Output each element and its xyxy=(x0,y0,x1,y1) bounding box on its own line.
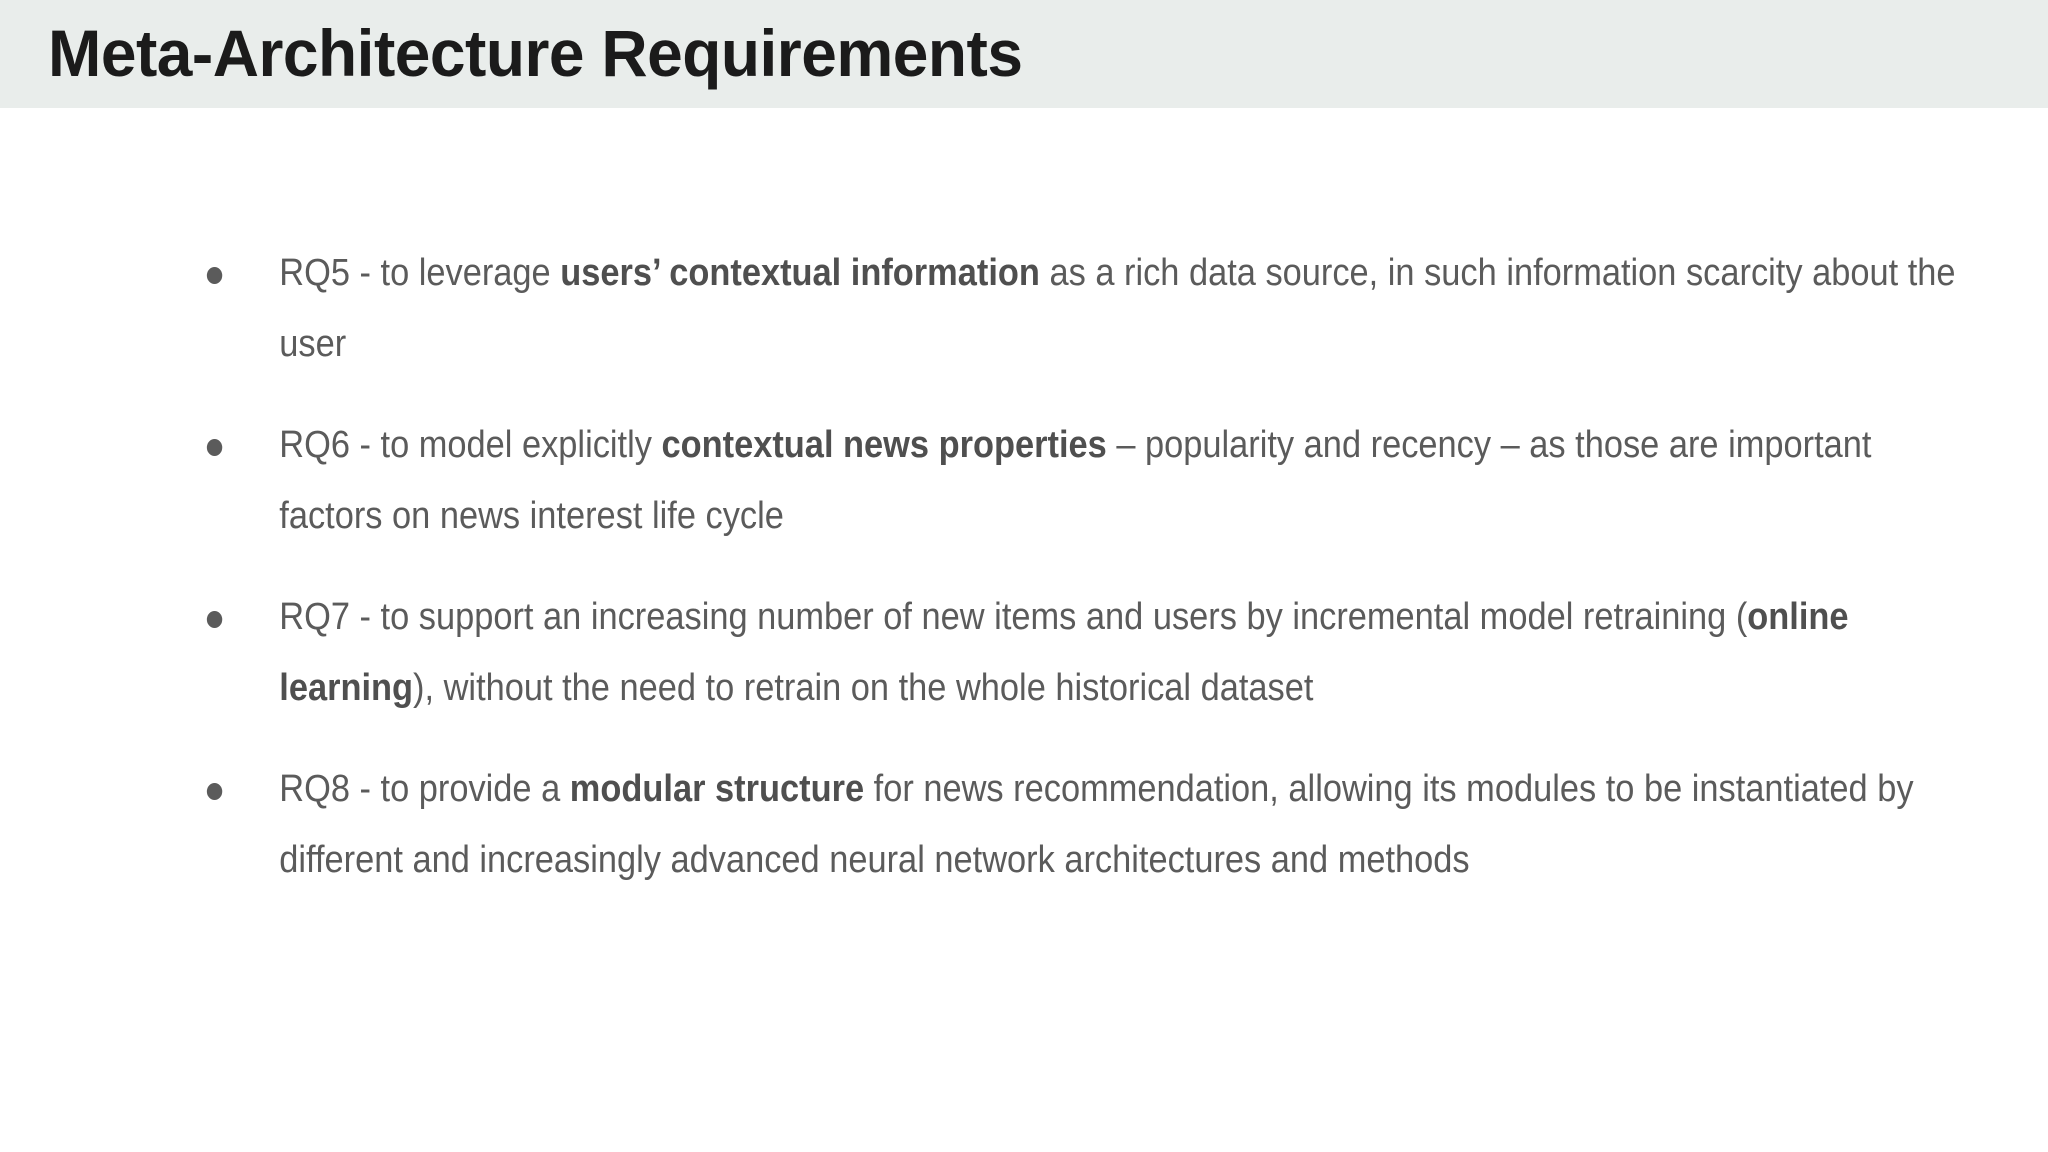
list-item-rq5: RQ5 - to leverage users’ contextual info… xyxy=(196,238,1981,380)
rq8-text-after-bold: for news recommendation, allowing its mo… xyxy=(279,768,1914,881)
bullet-dot-icon xyxy=(206,783,223,800)
rq8-bold-phrase: modular structure xyxy=(569,768,865,810)
list-item-rq8: RQ8 - to provide a modular structure for… xyxy=(196,754,1981,896)
list-item-rq6: RQ6 - to model explicitly contextual new… xyxy=(196,410,1981,552)
list-item-rq7: RQ7 - to support an increasing number of… xyxy=(196,582,1981,724)
rq6-bold-phrase: contextual news properties xyxy=(661,424,1107,466)
page-title: Meta-Architecture Requirements xyxy=(48,16,1023,90)
rq6-text-after-bold: – popularity and recency – as those are … xyxy=(279,424,1872,537)
rq7-text-after-bold: ), without the need to retrain on the wh… xyxy=(413,667,1314,709)
requirements-list: RQ5 - to leverage users’ contextual info… xyxy=(196,238,1956,896)
slide-body: RQ5 - to leverage users’ contextual info… xyxy=(0,108,2048,1152)
bullet-dot-icon xyxy=(206,439,223,456)
slide-header-band: Meta-Architecture Requirements xyxy=(0,0,2048,108)
rq7-text-before-bold: RQ7 - to support an increasing number of… xyxy=(279,596,1748,638)
rq6-text-before-bold: RQ6 - to model explicitly xyxy=(279,424,662,466)
list-item-text: RQ5 - to leverage users’ contextual info… xyxy=(279,238,1980,380)
rq8-text-before-bold: RQ8 - to provide a xyxy=(279,768,570,810)
rq5-text-before-bold: RQ5 - to leverage xyxy=(279,252,561,294)
rq5-text-after-bold: as a rich data source, in such informati… xyxy=(279,252,1956,365)
rq5-bold-phrase: users’ contextual information xyxy=(560,252,1040,294)
rq7-bold-phrase: online learning xyxy=(279,596,1849,709)
list-item-text: RQ7 - to support an increasing number of… xyxy=(279,582,1980,724)
list-item-text: RQ6 - to model explicitly contextual new… xyxy=(279,410,1980,552)
bullet-dot-icon xyxy=(206,267,223,284)
bullet-dot-icon xyxy=(206,611,223,628)
list-item-text: RQ8 - to provide a modular structure for… xyxy=(279,754,1980,896)
